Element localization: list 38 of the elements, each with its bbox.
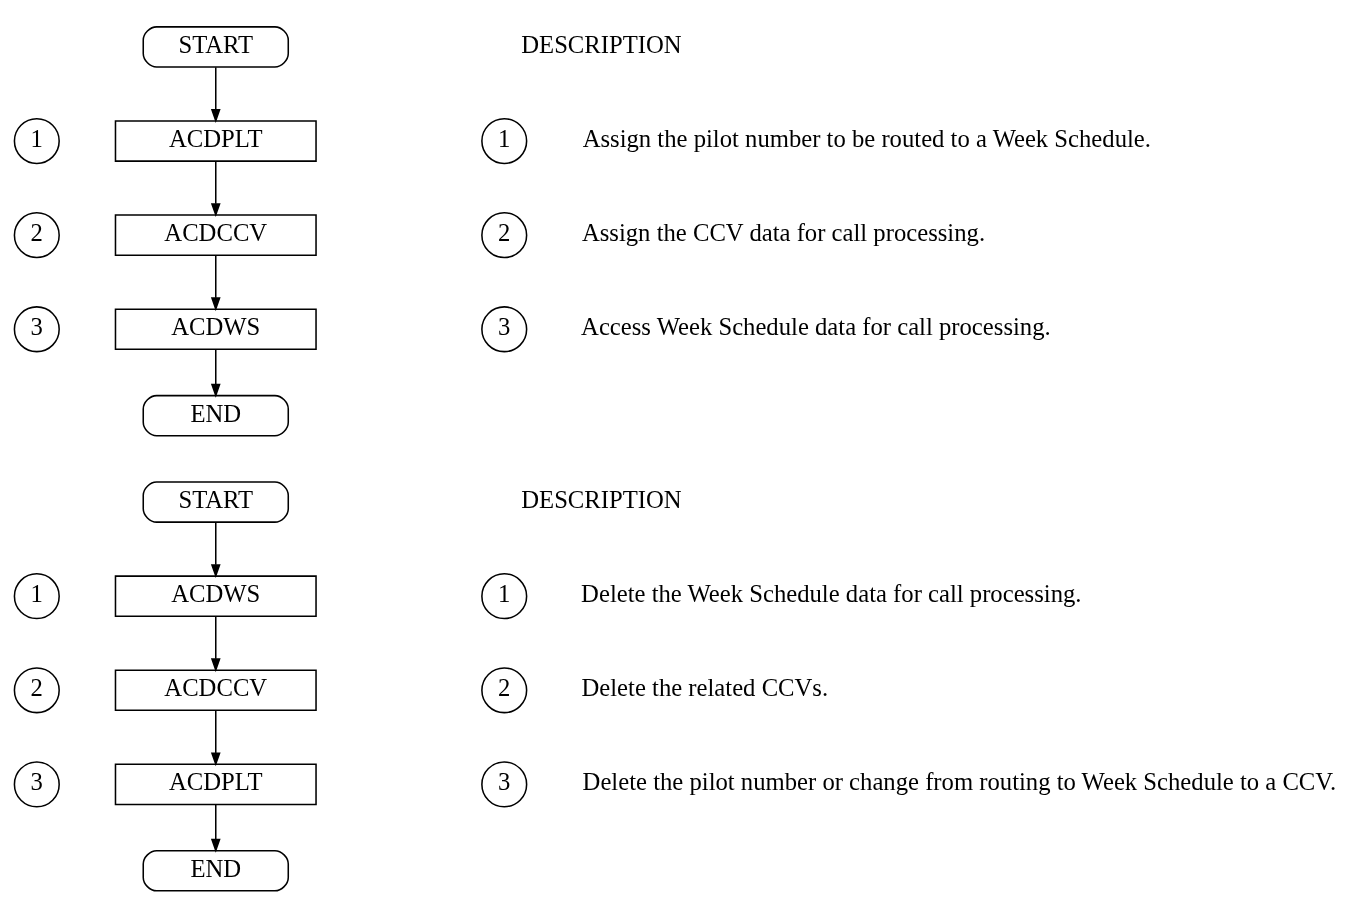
node-box: ACDWS xyxy=(114,308,317,351)
node-box: START xyxy=(142,26,290,68)
node-circle: 1 xyxy=(481,573,528,620)
node-box: END xyxy=(142,394,290,437)
node-circle: 2 xyxy=(13,212,60,259)
node-circle: 1 xyxy=(13,117,60,165)
node-circle: 1 xyxy=(13,573,60,620)
node-label: Assign the pilot number to be routed to a Week Schedule. xyxy=(582,124,1151,152)
node-circle: 1 xyxy=(481,117,528,165)
arrow xyxy=(210,254,221,312)
node-box: ACDPLT xyxy=(114,763,317,806)
arrow xyxy=(210,66,221,123)
arrow xyxy=(210,615,221,673)
node-label: Assign the CCV data for call processing. xyxy=(581,219,986,247)
label: DESCRIPTION xyxy=(521,30,682,58)
node-label: Delete the pilot number or change from routing to Week Schedule to a CCV. xyxy=(582,768,1337,796)
node-box: ACDCCV xyxy=(114,669,317,712)
arrow xyxy=(210,521,221,579)
arrow xyxy=(210,160,221,218)
arrow xyxy=(210,709,221,767)
node-circle: 3 xyxy=(481,761,528,808)
node-circle: 2 xyxy=(13,667,60,714)
node-box: ACDPLT xyxy=(114,120,317,162)
node-circle: 3 xyxy=(481,306,528,353)
node-label: Delete the related CCVs. xyxy=(581,674,829,702)
node-box: ACDCCV xyxy=(114,214,317,256)
node-circle: 3 xyxy=(13,306,60,353)
node-label: Access Week Schedule data for call processing. xyxy=(581,313,1051,341)
node-circle: 2 xyxy=(481,212,528,259)
label: DESCRIPTION xyxy=(521,485,682,513)
node-box: END xyxy=(142,849,290,892)
node-circle: 3 xyxy=(13,761,60,808)
node-box: START xyxy=(142,481,290,523)
node-circle: 2 xyxy=(481,667,528,714)
arrow xyxy=(210,348,221,398)
node-box: ACDWS xyxy=(114,575,317,617)
arrow xyxy=(210,804,221,853)
node-label: Delete the Week Schedule data for call processing. xyxy=(581,580,1082,608)
